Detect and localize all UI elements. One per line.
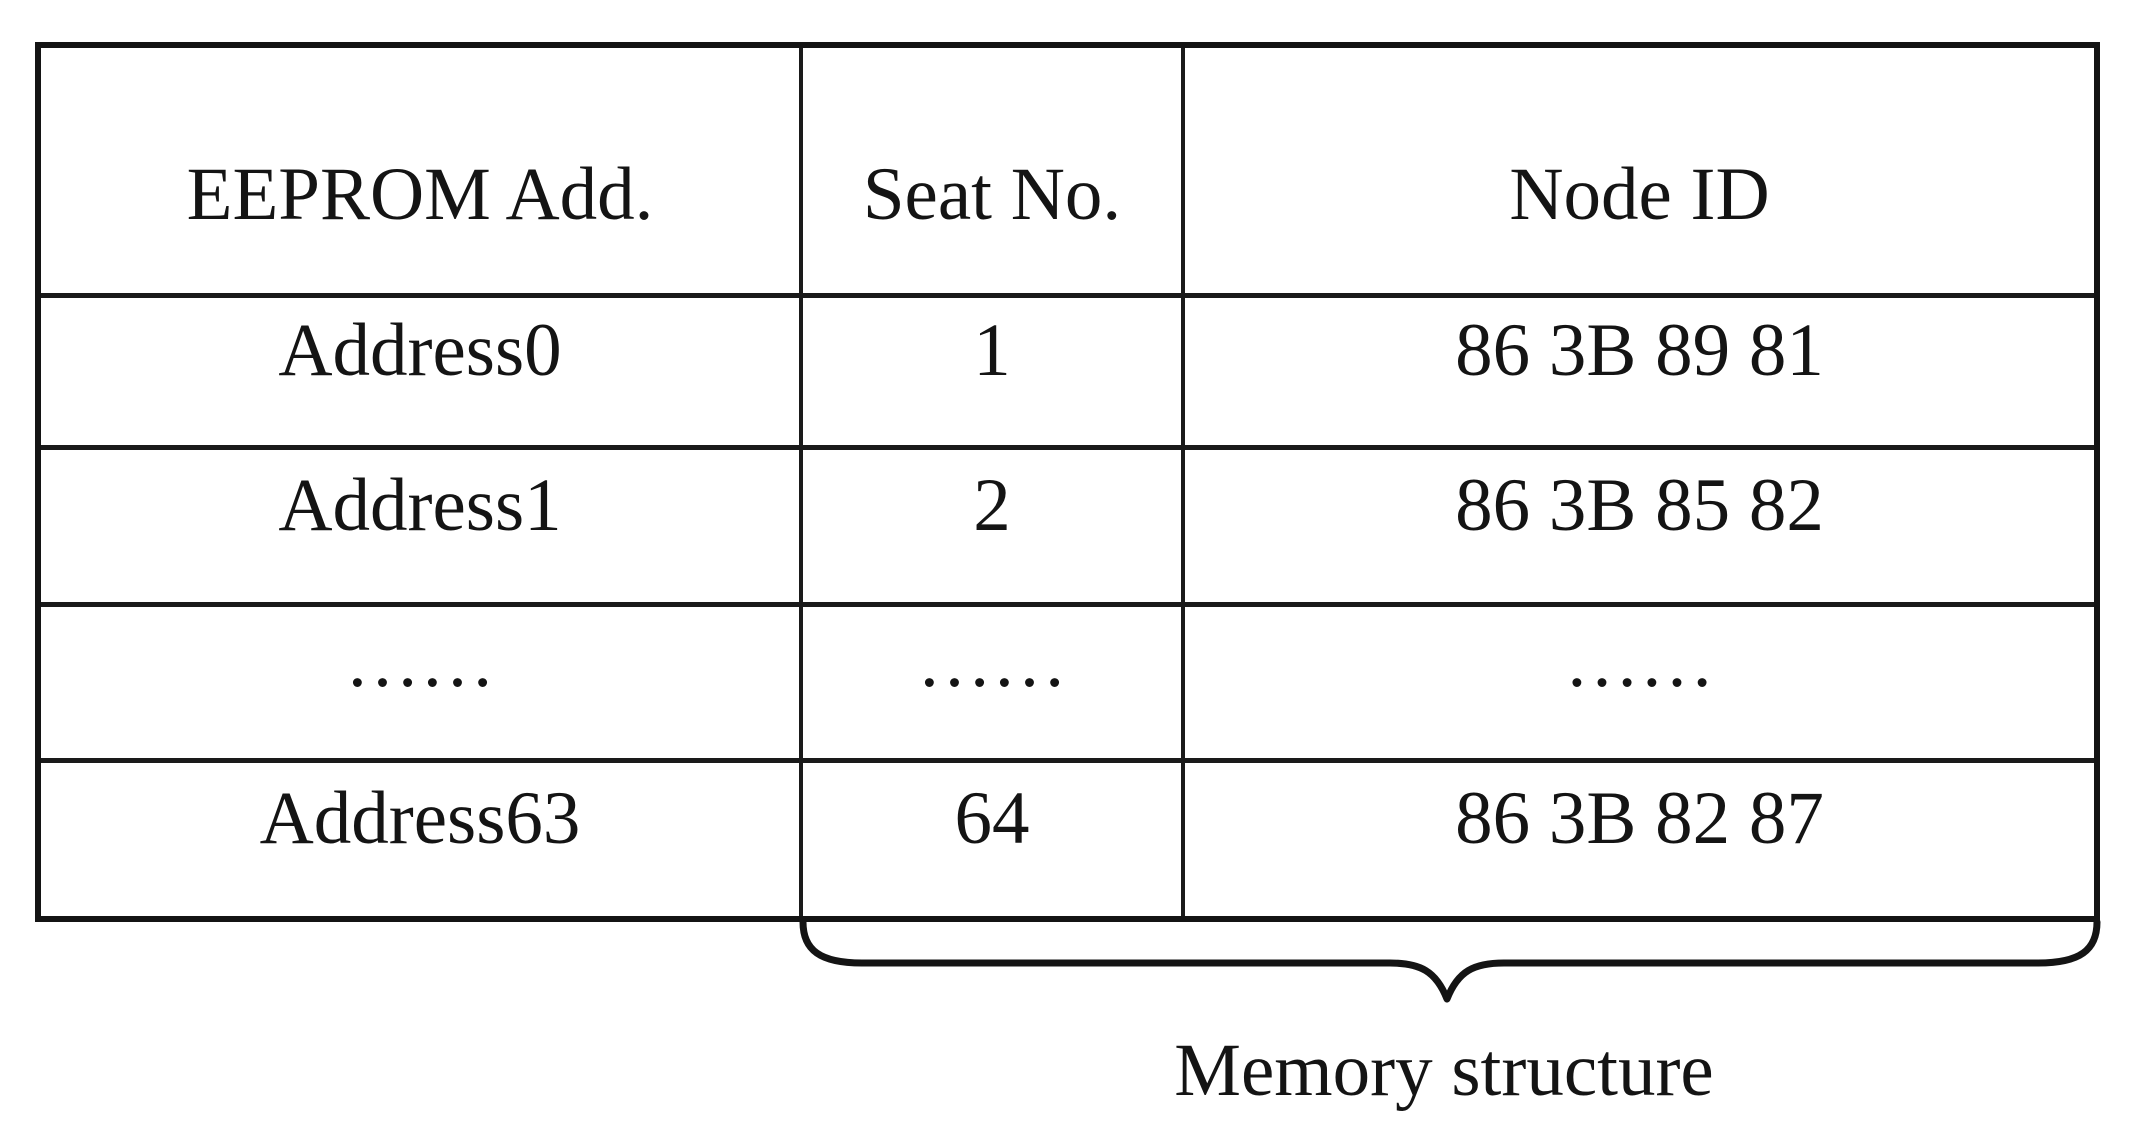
table-cell: Address1: [41, 450, 803, 607]
memory-structure-table: EEPROM Add. Seat No. Node ID Address0 1 …: [35, 42, 2100, 922]
table-cell: 86 3B 89 81: [1185, 298, 2094, 450]
table-cell: Address0: [41, 298, 803, 450]
table-cell: 1: [803, 298, 1185, 450]
header-cell-node-id: Node ID: [1185, 48, 2094, 298]
header-cell-seat-no: Seat No.: [803, 48, 1185, 298]
curly-brace-icon: [799, 918, 2101, 1003]
table-cell: 2: [803, 450, 1185, 607]
brace-label: Memory structure: [1174, 1029, 1714, 1112]
table-cell: 86 3B 85 82: [1185, 450, 2094, 607]
table-cell: 64: [803, 763, 1185, 916]
header-cell-eeprom-add: EEPROM Add.: [41, 48, 803, 298]
table-cell-ellipsis: ……: [41, 607, 803, 763]
table-cell-ellipsis: ……: [803, 607, 1185, 763]
table-cell: 86 3B 82 87: [1185, 763, 2094, 916]
table-cell-ellipsis: ……: [1185, 607, 2094, 763]
table-cell: Address63: [41, 763, 803, 916]
